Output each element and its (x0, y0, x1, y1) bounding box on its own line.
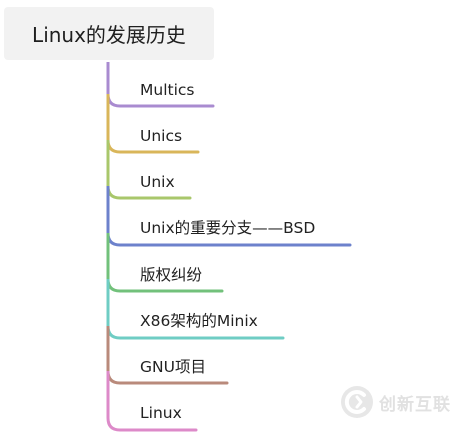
root-node-label: Linux的发展历史 (32, 23, 186, 47)
branch-label-unics[interactable]: Unics (140, 127, 183, 145)
root-node[interactable]: Linux的发展历史 (4, 7, 214, 60)
branch-label-copyright[interactable]: 版权纠纷 (140, 266, 203, 284)
branch-label-unix[interactable]: Unix (140, 173, 175, 191)
branch-label-gnu[interactable]: GNU项目 (140, 358, 206, 376)
watermark: 创新互联 (340, 382, 470, 422)
branch-label-bsd[interactable]: Unix的重要分支——BSD (140, 219, 316, 237)
branch-label-minix[interactable]: X86架构的Minix (140, 312, 258, 330)
branch-label-multics[interactable]: Multics (140, 81, 195, 99)
logo-icon (341, 386, 373, 418)
branch-label-linux[interactable]: Linux (140, 404, 182, 422)
branch-connector-linux (106, 416, 198, 432)
watermark-text: 创新互联 (379, 394, 451, 415)
